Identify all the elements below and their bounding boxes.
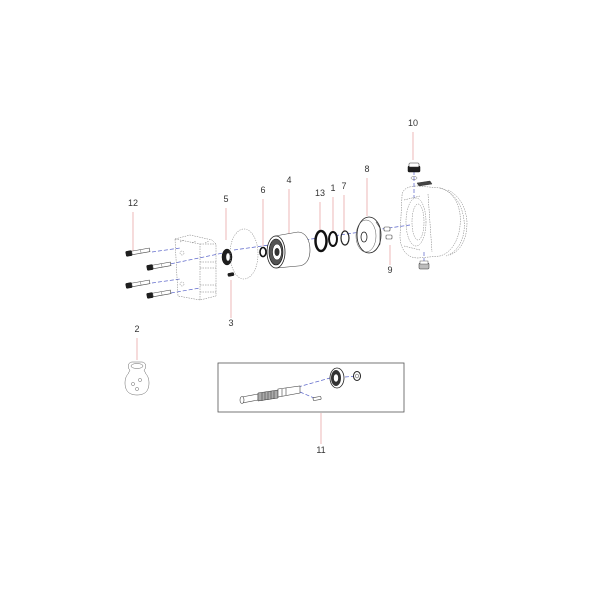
key-icon: [312, 396, 322, 401]
callout-2: 2: [134, 324, 140, 334]
callout-8: 8: [364, 164, 370, 174]
end-cover-block-icon[interactable]: [174, 234, 217, 301]
rotor-set-icon[interactable]: [266, 231, 311, 269]
callout-13: 13: [314, 188, 326, 198]
motor-housing-icon[interactable]: [399, 185, 468, 259]
bearing-icon: [329, 367, 345, 389]
callout-10: 10: [407, 118, 419, 128]
shaft-icon: [239, 385, 301, 404]
callout-7: 7: [341, 181, 347, 191]
callout-12: 12: [127, 198, 139, 208]
large-o-ring-icon[interactable]: [229, 228, 259, 280]
small-ring-icon[interactable]: [259, 246, 267, 258]
bottom-plug-icon[interactable]: [418, 260, 430, 270]
o-ring-icon[interactable]: [328, 231, 338, 247]
callout-1: 1: [330, 183, 336, 193]
callout-4: 4: [286, 175, 292, 185]
seal-icon[interactable]: [221, 248, 233, 266]
shaft-kit-box[interactable]: [217, 362, 405, 413]
callout-5: 5: [223, 194, 229, 204]
snap-ring-icon[interactable]: [340, 230, 350, 246]
callout-11: 11: [316, 445, 326, 455]
nut-icon: [353, 371, 361, 381]
plug-icon[interactable]: [407, 162, 433, 187]
nameplate-icon[interactable]: [124, 361, 150, 396]
callout-3: 3: [228, 318, 234, 328]
dowel-pin-icon[interactable]: [383, 226, 393, 240]
callout-6: 6: [260, 185, 266, 195]
bolt-icon[interactable]: [125, 247, 172, 299]
pin-icon[interactable]: [227, 272, 235, 277]
leader-lines: [132, 132, 414, 444]
callout-9: 9: [387, 265, 393, 275]
washer-icon[interactable]: [314, 229, 328, 253]
assembly-axes: [151, 165, 425, 399]
wear-plate-icon[interactable]: [355, 216, 382, 254]
